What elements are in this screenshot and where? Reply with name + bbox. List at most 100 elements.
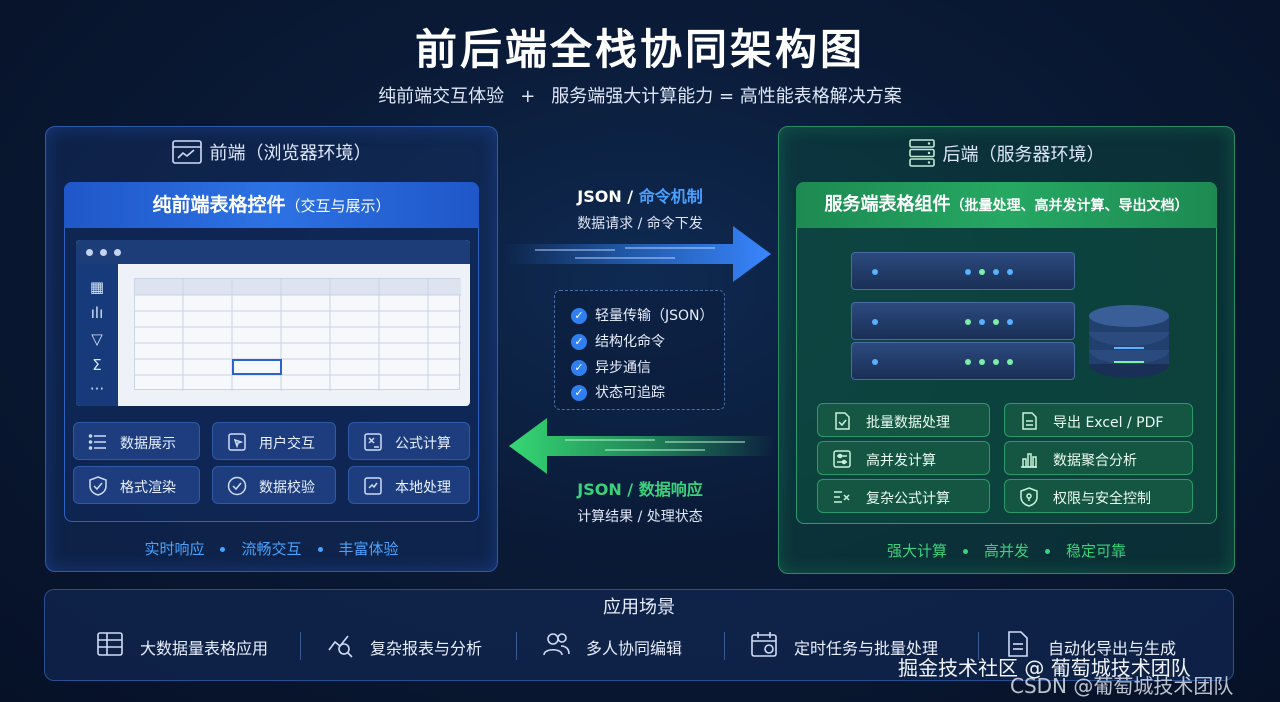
check-icon: ✓ xyxy=(571,334,587,350)
server-unit xyxy=(851,302,1075,340)
feature-item: ✓轻量传输（JSON） xyxy=(571,305,714,325)
server-unit xyxy=(851,342,1075,380)
footer-item: 稳定可靠 xyxy=(1066,542,1127,560)
chip-label: 导出 Excel / PDF xyxy=(1053,415,1164,431)
scene-item: 自动化导出与生成 xyxy=(1004,630,1204,660)
backend-chip-formula: 复杂公式计算 xyxy=(817,479,990,513)
request-subtitle: 数据请求 / 命令下发 xyxy=(577,216,703,232)
server-led xyxy=(979,319,985,325)
scene-item: 定时任务与批量处理 xyxy=(750,630,970,660)
chip-label: 用户交互 xyxy=(259,436,315,452)
frontend-header-label: 前端（浏览器环境） xyxy=(209,143,372,164)
check-icon: ✓ xyxy=(571,385,587,401)
scenes-panel xyxy=(44,589,1234,681)
local-process-icon xyxy=(363,476,383,496)
server-led xyxy=(965,269,971,275)
frontend-chip-local-process: 本地处理 xyxy=(348,466,470,504)
formula-icon xyxy=(832,487,852,507)
filter-icon: ▽ xyxy=(91,330,103,348)
server-led xyxy=(993,319,999,325)
mockup-sidebar: ▦ ılı ▽ Σ ··· xyxy=(76,264,118,406)
check-icon: ✓ xyxy=(571,308,587,324)
shield-icon xyxy=(1019,487,1039,507)
server-icon xyxy=(908,139,935,172)
window-dot xyxy=(100,249,107,256)
backend-chip-concurrency: 高并发计算 xyxy=(817,441,990,475)
subtitle-right: 服务端强大计算能力 = 高性能表格解决方案 xyxy=(551,86,902,107)
backend-header-label: 后端（服务器环境） xyxy=(942,144,1105,166)
footer-item: 丰富体验 xyxy=(338,540,399,558)
backend-card-title: 服务端表格组件（批量处理、高并发计算、导出文档） xyxy=(796,182,1217,228)
request-arrow xyxy=(505,226,771,282)
response-title-prefix: JSON / xyxy=(577,480,639,499)
server-led xyxy=(1007,319,1013,325)
bar-chart-icon xyxy=(1019,449,1039,469)
spreadsheet-mockup: ▦ ılı ▽ Σ ··· xyxy=(76,240,470,406)
frontend-card-title-main: 纯前端表格控件 xyxy=(152,194,286,216)
server-led xyxy=(872,359,878,365)
server-led xyxy=(1007,359,1013,365)
request-title-main: 命令机制 xyxy=(638,187,703,206)
frontend-card-title: 纯前端表格控件（交互与展示） xyxy=(64,182,479,228)
subtitle-plus: + xyxy=(520,86,536,107)
scene-item: 复杂报表与分析 xyxy=(326,630,506,660)
server-led xyxy=(965,319,971,325)
browser-icon xyxy=(171,139,202,169)
watermark-secondary: CSDN @葡萄城技术团队 xyxy=(1010,674,1234,698)
backend-chip-export: 导出 Excel / PDF xyxy=(1004,403,1193,437)
check-circle-icon xyxy=(227,476,247,496)
formula-icon xyxy=(363,432,383,452)
divider xyxy=(300,632,301,660)
list-icon xyxy=(88,432,108,452)
watermark-primary: 掘金技术社区 @ 葡萄城技术团队 xyxy=(898,656,1191,680)
interaction-icon xyxy=(227,432,247,452)
feature-label: 状态可追踪 xyxy=(595,385,665,401)
divider xyxy=(978,632,979,660)
backend-chip-security: 权限与安全控制 xyxy=(1004,479,1193,513)
frontend-header: 前端（浏览器环境） xyxy=(46,139,497,169)
backend-card-title-main: 服务端表格组件 xyxy=(824,194,951,215)
chip-label: 复杂公式计算 xyxy=(866,491,950,507)
check-icon: ✓ xyxy=(571,360,587,376)
frontend-chip-format-render: 格式渲染 xyxy=(73,466,200,504)
feature-label: 结构化命令 xyxy=(595,334,665,350)
backend-chip-aggregation: 数据聚合分析 xyxy=(1004,441,1193,475)
scene-label: 复杂报表与分析 xyxy=(370,639,483,658)
concurrency-icon xyxy=(832,449,852,469)
scenes-title: 应用场景 xyxy=(603,597,675,618)
separator-dot xyxy=(220,547,226,552)
export-doc-icon xyxy=(1004,630,1032,658)
sigma-icon: Σ xyxy=(92,356,102,374)
scene-label: 自动化导出与生成 xyxy=(1048,639,1177,658)
protocol-features-box: ✓轻量传输（JSON） ✓ 结构化命令 ✓ 异步通信 ✓ 状态可追踪 xyxy=(554,290,725,410)
response-label: JSON / 数据响应 计算结果 / 处理状态 xyxy=(520,476,760,526)
scene-label: 多人协同编辑 xyxy=(586,639,683,658)
backend-chip-batch: 批量数据处理 xyxy=(817,403,990,437)
scene-item: 大数据量表格应用 xyxy=(96,630,296,660)
feature-item: ✓ 异步通信 xyxy=(571,357,651,377)
shield-check-icon xyxy=(88,476,108,496)
frontend-chip-validation: 数据校验 xyxy=(212,466,336,504)
backend-header: 后端（服务器环境） xyxy=(779,139,1234,172)
separator-dot xyxy=(1045,549,1050,554)
server-led xyxy=(993,269,999,275)
backend-card-title-sub: （批量处理、高并发计算、导出文档） xyxy=(950,198,1189,214)
chip-label: 权限与安全控制 xyxy=(1053,491,1151,507)
frontend-card-title-sub: （交互与展示） xyxy=(285,197,391,215)
export-doc-icon xyxy=(1019,411,1039,431)
server-unit xyxy=(851,252,1075,290)
report-search-icon xyxy=(326,630,354,658)
feature-label: 异步通信 xyxy=(595,360,651,376)
divider xyxy=(724,632,725,660)
window-dot xyxy=(86,249,93,256)
scene-item: 多人协同编辑 xyxy=(542,630,722,660)
subtitle-left: 纯前端交互体验 xyxy=(378,86,505,107)
response-subtitle: 计算结果 / 处理状态 xyxy=(577,509,703,525)
response-title-main: 数据响应 xyxy=(638,480,703,499)
grid-icon: ▦ xyxy=(89,278,105,296)
feature-item: ✓ 状态可追踪 xyxy=(571,382,665,402)
footer-item: 流畅交互 xyxy=(241,540,302,558)
mockup-titlebar xyxy=(76,240,470,264)
frontend-chip-data-display: 数据展示 xyxy=(73,422,200,460)
batch-icon xyxy=(832,411,852,431)
